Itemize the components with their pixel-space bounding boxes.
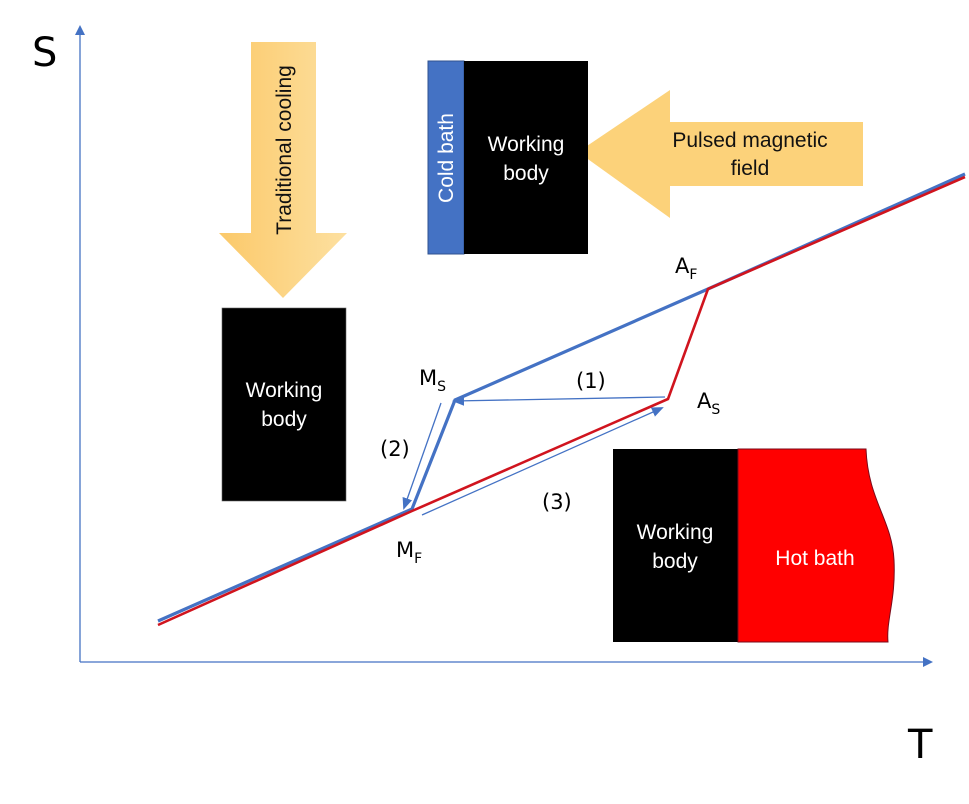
af-label: AF bbox=[675, 254, 697, 283]
ms-label: MS bbox=[419, 366, 446, 395]
as-label: AS bbox=[697, 389, 720, 418]
cold-bath-working-body-block: Cold bath Working body bbox=[427, 60, 588, 255]
top-working-body-label-line2: body bbox=[503, 162, 549, 185]
step1-label: (1) bbox=[576, 369, 606, 393]
y-axis-label: S bbox=[32, 30, 57, 76]
hot-bath-working-body-block: Working body Hot bath bbox=[613, 448, 895, 643]
pulsed-magnetic-field-arrow: Pulsed magnetic field bbox=[578, 90, 863, 218]
mf-label: MF bbox=[396, 538, 422, 567]
x-axis-label: T bbox=[907, 722, 933, 768]
step3-label: (3) bbox=[542, 490, 572, 514]
hot-bath-label: Hot bath bbox=[775, 547, 854, 570]
pulsed-field-label-line1: Pulsed magnetic bbox=[672, 129, 827, 152]
bottom-working-body bbox=[613, 449, 738, 642]
pulsed-field-label-line2: field bbox=[731, 157, 770, 180]
step2-arrow bbox=[402, 402, 442, 510]
traditional-cooling-arrow: Traditional cooling bbox=[219, 42, 347, 298]
left-working-body bbox=[221, 307, 347, 502]
heating-curve bbox=[157, 175, 966, 627]
left-working-body-label-line1: Working bbox=[246, 379, 323, 402]
step2-label: (2) bbox=[380, 437, 410, 461]
hot-bath bbox=[737, 448, 895, 643]
step3-arrow bbox=[421, 407, 664, 516]
bottom-working-body-label-line1: Working bbox=[637, 521, 714, 544]
traditional-cooling-label: Traditional cooling bbox=[273, 65, 296, 235]
left-working-body-label-line2: body bbox=[261, 408, 307, 431]
cold-bath bbox=[427, 60, 465, 255]
top-working-body-label-line1: Working bbox=[488, 133, 565, 156]
left-working-body-block: Working body bbox=[221, 307, 347, 502]
bottom-working-body-label-line2: body bbox=[652, 550, 698, 573]
cold-bath-label: Cold bath bbox=[435, 113, 458, 203]
step1-arrow bbox=[452, 395, 666, 406]
top-working-body bbox=[464, 61, 588, 254]
